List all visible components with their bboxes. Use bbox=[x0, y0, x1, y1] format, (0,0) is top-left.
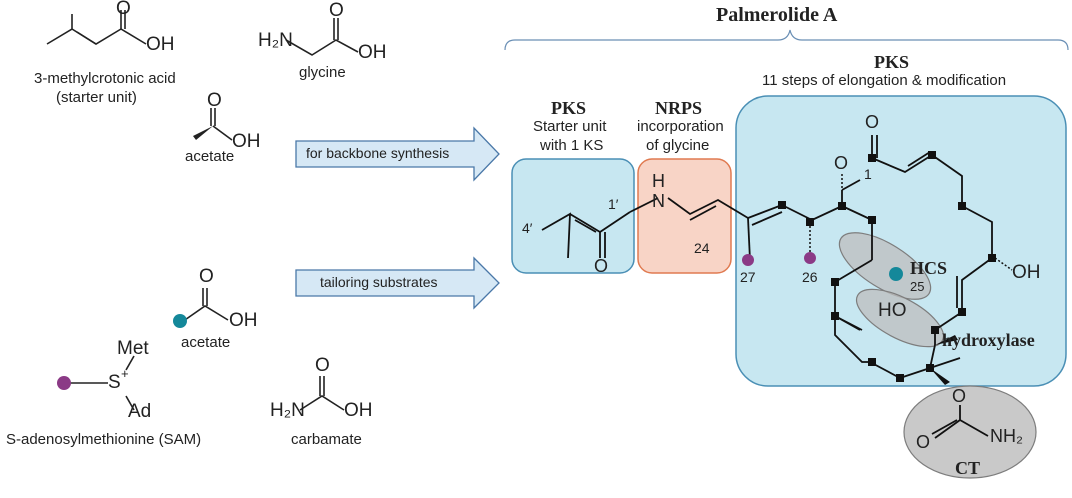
methyl-dot-26 bbox=[804, 252, 816, 264]
carbamate-structure bbox=[299, 376, 345, 411]
atom-24: 24 bbox=[694, 240, 710, 256]
carbon-square bbox=[868, 216, 876, 224]
sam-s: S bbox=[108, 372, 121, 393]
atom-n: N bbox=[652, 191, 665, 211]
carbamate-double bbox=[931, 419, 958, 435]
carbon-markers bbox=[778, 151, 996, 382]
carbamate-o: O bbox=[315, 355, 330, 376]
acetate1-o: O bbox=[207, 90, 222, 111]
sam-plus: + bbox=[121, 366, 129, 381]
atom-27: 27 bbox=[740, 269, 756, 285]
acetate2-o: O bbox=[199, 266, 214, 287]
methylcrotonic-name: 3-methylcrotonic acid bbox=[34, 70, 176, 87]
atom-h: H bbox=[652, 171, 665, 191]
hydroxylase-label: hydroxylase bbox=[942, 330, 1035, 350]
acetate-dot bbox=[173, 314, 187, 328]
glycine-structure bbox=[285, 18, 359, 56]
acetate2-name: acetate bbox=[181, 334, 231, 351]
pks-starter-title: PKS bbox=[551, 98, 587, 118]
sam-met: Met bbox=[117, 338, 149, 359]
carbamate-h2n: H₂N bbox=[270, 400, 305, 421]
acetate1-oh: OH bbox=[232, 131, 261, 152]
acetate1-structure bbox=[210, 108, 233, 141]
sam-name: S-adenosylmethionine (SAM) bbox=[6, 431, 202, 448]
methylcrotonic-starter: (starter unit) bbox=[56, 89, 137, 106]
nrps-box bbox=[637, 158, 732, 274]
atom-o-amide: O bbox=[594, 256, 609, 276]
carbon-square bbox=[988, 254, 996, 262]
nrps-line1: incorporation bbox=[637, 118, 724, 135]
carbon-square bbox=[931, 326, 939, 334]
sam-structure bbox=[66, 355, 135, 411]
atom-1: 1 bbox=[864, 166, 872, 182]
ct-ellipse bbox=[903, 385, 1037, 479]
ct-label: CT bbox=[955, 458, 981, 478]
hcs-ellipse bbox=[838, 232, 932, 300]
atom-25: 25 bbox=[910, 279, 925, 294]
carbon-square bbox=[896, 374, 904, 382]
carbon-square bbox=[928, 151, 936, 159]
methylcrotonic-oh: OH bbox=[146, 34, 175, 55]
carbon-square bbox=[831, 278, 839, 286]
hcs-label: HCS bbox=[910, 258, 948, 278]
arrow-tailoring bbox=[295, 256, 500, 310]
glycine-o: O bbox=[329, 0, 344, 21]
arrow-tailoring-label: tailoring substrates bbox=[320, 274, 438, 290]
palmerolide-wedge1 bbox=[935, 335, 958, 345]
nrps-title: NRPS bbox=[655, 98, 703, 118]
methyl-dot-27 bbox=[742, 254, 754, 266]
acetate2-oh: OH bbox=[229, 310, 258, 331]
carbon-square bbox=[838, 202, 846, 210]
nrps-line2: of glycine bbox=[646, 137, 710, 154]
carbon-square bbox=[958, 202, 966, 210]
carbamate-link bbox=[934, 405, 989, 439]
arrow-backbone bbox=[295, 126, 500, 182]
methylcrotonic-structure bbox=[46, 10, 147, 45]
methylcrotonic-o: O bbox=[116, 0, 131, 19]
carbon-square bbox=[868, 154, 876, 162]
pks-main-line1: 11 steps of elongation & modification bbox=[762, 72, 1007, 89]
palmerolide-wedge2 bbox=[930, 368, 950, 385]
atom-nh2: NH₂ bbox=[990, 426, 1023, 446]
atom-1prime: 1′ bbox=[608, 196, 619, 212]
pks-main-box bbox=[735, 95, 1067, 387]
acetate1-name: acetate bbox=[185, 148, 235, 165]
palmerolide-title: Palmerolide A bbox=[716, 4, 838, 26]
glycine-oh: OH bbox=[358, 42, 387, 63]
hcs-dot-25 bbox=[889, 267, 903, 281]
acetate1-wedge bbox=[193, 126, 213, 140]
atom-o-carbonyl: O bbox=[865, 112, 880, 132]
carbon-square bbox=[831, 312, 839, 320]
atom-o-link: O bbox=[952, 386, 967, 406]
pks-main-title: PKS bbox=[874, 52, 910, 72]
carbon-square bbox=[868, 358, 876, 366]
carbon-square bbox=[958, 308, 966, 316]
glycine-name: glycine bbox=[299, 64, 346, 81]
pks-starter-line2: with 1 KS bbox=[540, 137, 604, 154]
atom-ho: HO bbox=[878, 300, 907, 321]
title-brace bbox=[504, 29, 1069, 51]
glycine-h2n: H₂N bbox=[258, 30, 293, 51]
acetate2-structure bbox=[181, 288, 229, 323]
atom-o-carb: O bbox=[916, 432, 931, 452]
atom-oh-right: OH bbox=[1012, 262, 1041, 283]
carbon-square bbox=[806, 218, 814, 226]
atom-4prime: 4′ bbox=[522, 220, 533, 236]
pks-starter-line1: Starter unit bbox=[533, 118, 607, 135]
carbon-square bbox=[778, 201, 786, 209]
arrow-backbone-label: for backbone synthesis bbox=[306, 145, 450, 161]
atom-26: 26 bbox=[802, 269, 818, 285]
carbamate-name: carbamate bbox=[291, 431, 362, 448]
sam-ad: Ad bbox=[128, 401, 152, 422]
palmerolide-hash3 bbox=[994, 257, 1013, 271]
atom-o-ester: O bbox=[834, 153, 849, 173]
carbon-square bbox=[926, 364, 934, 372]
carbamate-oh: OH bbox=[344, 400, 373, 421]
sam-dot bbox=[57, 376, 71, 390]
hydroxylase-ellipse bbox=[855, 288, 945, 348]
